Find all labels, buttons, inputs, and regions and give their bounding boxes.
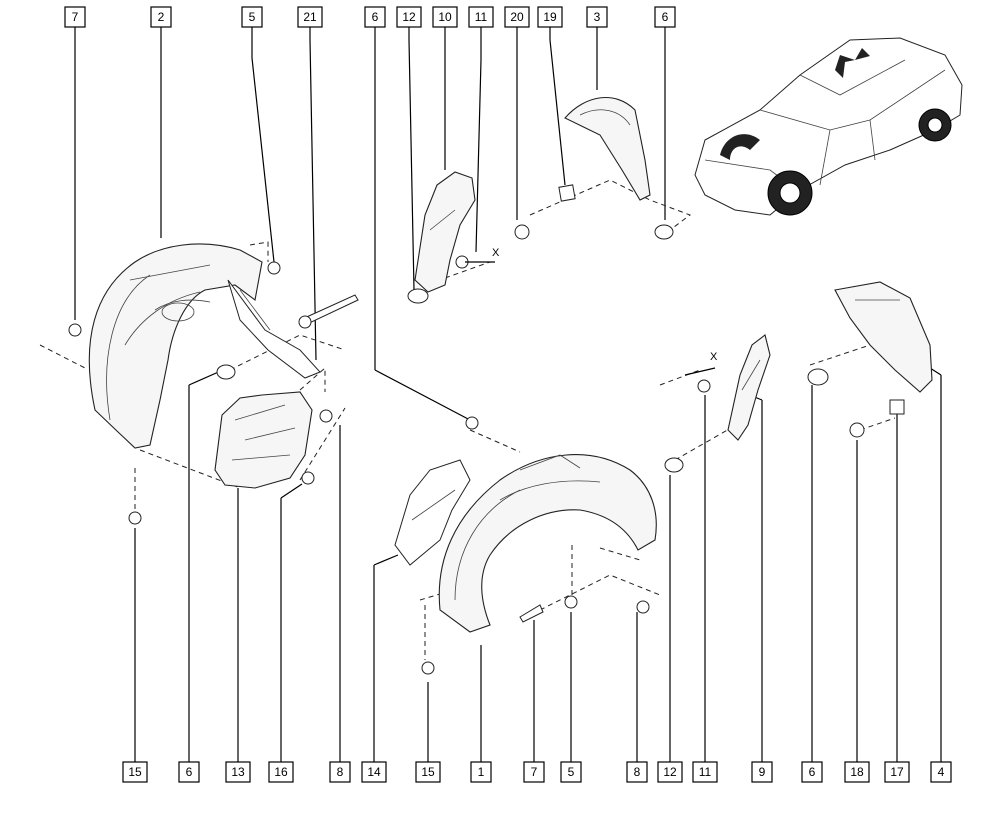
svg-text:7: 7: [531, 765, 538, 779]
callout-bot-1: 1: [470, 761, 492, 783]
callout-bot-9: 9: [751, 761, 773, 783]
callout-top-11: 11: [468, 6, 494, 28]
callout-top-6b: 6: [654, 6, 676, 28]
alignment-lines: [39, 179, 896, 660]
callout-bot-16: 16: [268, 761, 294, 783]
callout-top-3: 3: [586, 6, 608, 28]
callout-top-21: 21: [297, 6, 323, 28]
x-mark-mid: X: [710, 351, 718, 363]
callout-bot-15b: 15: [415, 761, 441, 783]
svg-text:12: 12: [402, 10, 416, 24]
callout-bot-6b: 6: [801, 761, 823, 783]
svg-text:6: 6: [186, 765, 193, 779]
wheel-arch-liner-rear-left: [88, 243, 321, 449]
callout-top-6a: 6: [364, 6, 386, 28]
svg-text:5: 5: [568, 765, 575, 779]
svg-text:10: 10: [438, 10, 452, 24]
svg-text:13: 13: [231, 765, 245, 779]
callout-bot-14: 14: [361, 761, 387, 783]
callout-top-2: 2: [150, 6, 172, 28]
svg-text:2: 2: [158, 10, 165, 24]
splash-guard-rear-right: [807, 281, 933, 438]
car-illustration: [694, 37, 963, 216]
leader-lines-bottom: [134, 367, 942, 762]
leader-lines-top: [74, 27, 666, 421]
svg-text:3: 3: [594, 10, 601, 24]
svg-text:8: 8: [337, 765, 344, 779]
vertical-bracket-top: [407, 171, 476, 304]
svg-text:19: 19: [543, 10, 557, 24]
bracket-rear: [214, 391, 313, 489]
svg-text:6: 6: [372, 10, 379, 24]
svg-text:20: 20: [510, 10, 524, 24]
callout-top-10: 10: [432, 6, 458, 28]
callout-bot-18: 18: [844, 761, 870, 783]
svg-text:1: 1: [478, 765, 485, 779]
callout-bot-7: 7: [523, 761, 545, 783]
callout-bot-4: 4: [930, 761, 952, 783]
x-axis-markers: X X: [465, 247, 718, 376]
svg-text:6: 6: [662, 10, 669, 24]
callout-bot-8b: 8: [626, 761, 648, 783]
svg-text:8: 8: [634, 765, 641, 779]
callout-bot-12: 12: [657, 761, 683, 783]
svg-text:4: 4: [938, 765, 945, 779]
strip-bracket-right: [664, 334, 771, 473]
callout-bot-5: 5: [560, 761, 582, 783]
svg-text:11: 11: [475, 10, 488, 24]
svg-text:6: 6: [809, 765, 816, 779]
callout-bot-8a: 8: [329, 761, 351, 783]
callout-top-7: 7: [64, 6, 86, 28]
svg-text:16: 16: [274, 765, 288, 779]
svg-text:11: 11: [699, 765, 712, 779]
callout-top-12: 12: [396, 6, 422, 28]
svg-text:9: 9: [759, 765, 766, 779]
callout-bot-17: 17: [884, 761, 910, 783]
callout-bot-6a: 6: [178, 761, 200, 783]
fasteners: [68, 261, 650, 675]
callouts-top: 7 2 5 21 6 12 10 11 20 19 3 6: [64, 6, 676, 28]
svg-text:21: 21: [303, 10, 317, 24]
svg-text:12: 12: [663, 765, 677, 779]
svg-text:15: 15: [421, 765, 435, 779]
callout-top-20: 20: [504, 6, 530, 28]
svg-text:17: 17: [890, 765, 904, 779]
svg-text:7: 7: [72, 10, 79, 24]
callout-bot-13: 13: [225, 761, 251, 783]
svg-text:15: 15: [128, 765, 142, 779]
callout-bot-15a: 15: [122, 761, 148, 783]
splash-guard-top-right: [514, 97, 674, 240]
callout-bot-11: 11: [692, 761, 718, 783]
callout-top-19: 19: [537, 6, 563, 28]
svg-text:14: 14: [367, 765, 381, 779]
callout-top-5: 5: [241, 6, 263, 28]
svg-text:18: 18: [850, 765, 864, 779]
svg-text:5: 5: [249, 10, 256, 24]
wheel-arch-liner-front-right: [394, 454, 657, 633]
x-mark-top: X: [492, 247, 500, 259]
callouts-bottom: 15 6 13 16 8 14 15 1 7 5 8 12 11 9 6 18 …: [122, 761, 952, 783]
